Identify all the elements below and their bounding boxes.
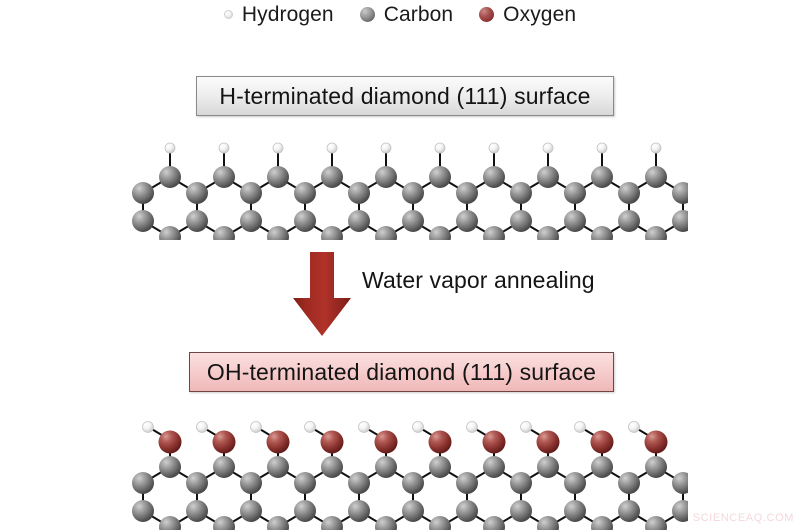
oxygen-atoms — [158, 430, 668, 454]
carbon-atom-icon — [359, 7, 375, 22]
legend-item-hydrogen: Hydrogen — [223, 3, 334, 26]
legend-item-oxygen: Oxygen — [479, 4, 576, 25]
oxygen-atom-icon — [479, 7, 495, 22]
oh-terminated-diamond-lattice — [118, 412, 688, 530]
carbon-atoms-top — [132, 166, 688, 240]
legend-label-hydrogen: Hydrogen — [241, 3, 334, 26]
watermark: SCIENCEAQ.COM — [692, 512, 794, 524]
h-terminated-caption-text: H-terminated diamond (111) surface — [219, 82, 591, 109]
down-arrow-icon — [291, 250, 353, 338]
oh-terminated-caption-box: OH-terminated diamond (111) surface — [189, 352, 614, 392]
legend-label-oxygen: Oxygen — [503, 3, 577, 26]
h-terminated-diamond-lattice — [118, 136, 688, 240]
hydroxyl-hydrogen-atoms — [142, 421, 640, 433]
process-label: Water vapor annealing — [362, 267, 595, 293]
carbon-atoms-bottom — [132, 456, 688, 530]
hydrogen-atoms-top — [164, 142, 662, 154]
legend-label-carbon: Carbon — [383, 3, 454, 26]
h-terminated-caption-box: H-terminated diamond (111) surface — [196, 76, 614, 116]
oh-terminated-caption-text: OH-terminated diamond (111) surface — [206, 358, 597, 385]
atom-legend: Hydrogen Carbon Oxygen — [0, 4, 800, 25]
legend-item-carbon: Carbon — [359, 3, 454, 26]
hydrogen-atom-icon — [223, 10, 233, 19]
